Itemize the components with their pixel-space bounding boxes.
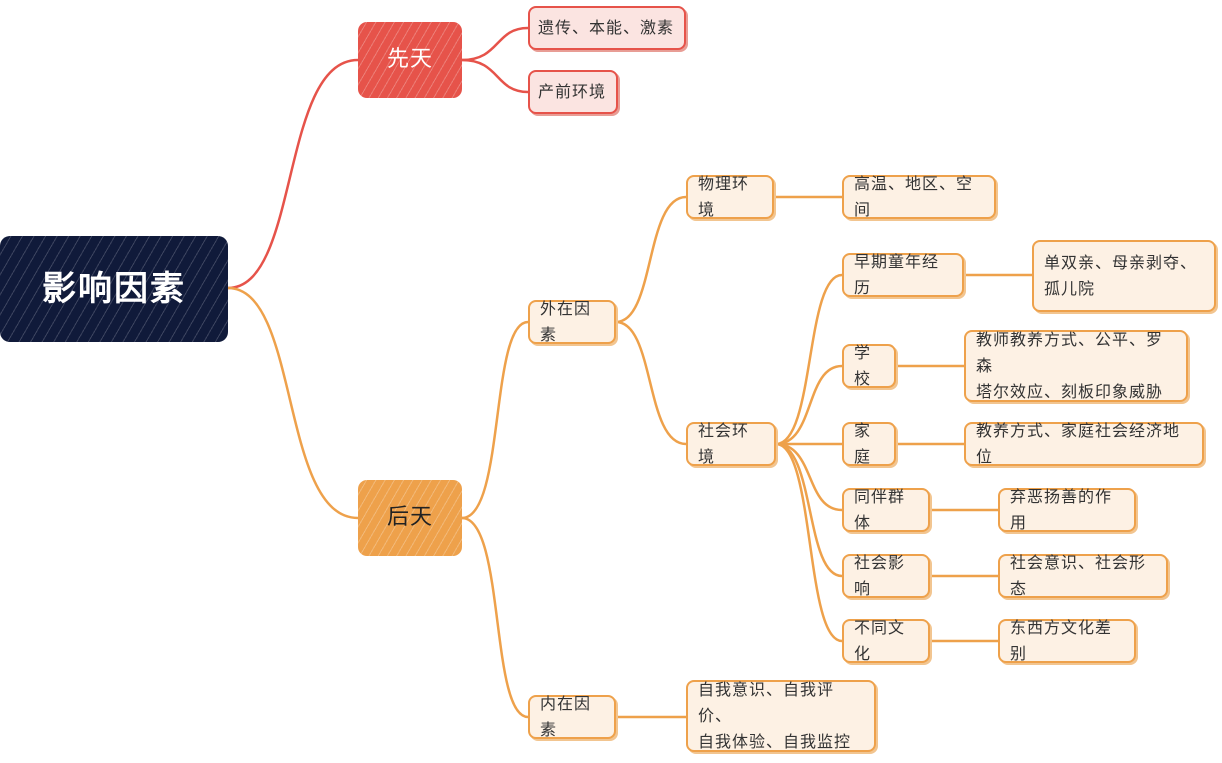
childhood-detail-line-1: 单双亲、母亲剥夺、 <box>1044 253 1198 272</box>
childhood-node: 早期童年经历 <box>842 252 964 297</box>
link-root-acquired <box>226 286 360 520</box>
internal-detail-node: 自我意识、自我评价、 自我体验、自我监控 <box>686 680 876 752</box>
school-detail-line-2: 塔尔效应、刻板印象威胁 <box>976 382 1164 401</box>
heredity-node: 遗传、本能、激素 <box>528 6 686 50</box>
family-detail-node: 教养方式、家庭社会经济地位 <box>964 421 1204 466</box>
acquired-node: 后天 <box>358 480 462 556</box>
link-external-physical <box>614 195 688 324</box>
family-node: 家庭 <box>842 421 896 466</box>
link-social-childhood <box>774 273 844 446</box>
link-external-social <box>614 320 688 446</box>
internal-detail-line-2: 自我体验、自我监控 <box>698 732 852 751</box>
culture-node: 不同文化 <box>842 618 930 663</box>
link-social-school <box>774 364 844 446</box>
culture-detail-node: 东西方文化差别 <box>998 618 1136 663</box>
peer-detail-node: 弃恶扬善的作用 <box>998 487 1136 532</box>
internal-detail-line-1: 自我意识、自我评价、 <box>698 680 835 725</box>
physical-detail-node: 高温、地区、空间 <box>842 174 996 219</box>
link-acquired-internal <box>460 516 530 719</box>
link-social-peer <box>774 442 844 512</box>
childhood-detail-node: 单双亲、母亲剥夺、 孤儿院 <box>1032 240 1216 312</box>
physical-node: 物理环境 <box>686 174 774 219</box>
link-innate-heredity <box>460 26 530 62</box>
social-node: 社会环境 <box>686 421 776 466</box>
internal-node: 内在因素 <box>528 694 616 739</box>
root-node: 影响因素 <box>0 236 228 342</box>
link-social-influence <box>774 442 844 578</box>
school-detail-text: 教师教养方式、公平、罗森 塔尔效应、刻板印象威胁 <box>976 327 1176 405</box>
peer-node: 同伴群体 <box>842 487 930 532</box>
school-node: 学校 <box>842 343 896 388</box>
link-root-innate <box>226 58 360 290</box>
external-node: 外在因素 <box>528 299 616 344</box>
link-acquired-external <box>460 320 530 520</box>
link-social-culture <box>774 442 844 643</box>
school-detail-node: 教师教养方式、公平、罗森 塔尔效应、刻板印象威胁 <box>964 330 1188 402</box>
prenatal-node: 产前环境 <box>528 70 618 114</box>
innate-node: 先天 <box>358 22 462 98</box>
influence-node: 社会影响 <box>842 553 930 598</box>
school-detail-line-1: 教师教养方式、公平、罗森 <box>976 330 1164 375</box>
childhood-detail-text: 单双亲、母亲剥夺、 孤儿院 <box>1044 250 1197 302</box>
link-innate-prenatal <box>460 58 530 94</box>
influence-detail-node: 社会意识、社会形态 <box>998 553 1168 598</box>
childhood-detail-line-2: 孤儿院 <box>1044 279 1096 298</box>
internal-detail-text: 自我意识、自我评价、 自我体验、自我监控 <box>698 677 864 755</box>
